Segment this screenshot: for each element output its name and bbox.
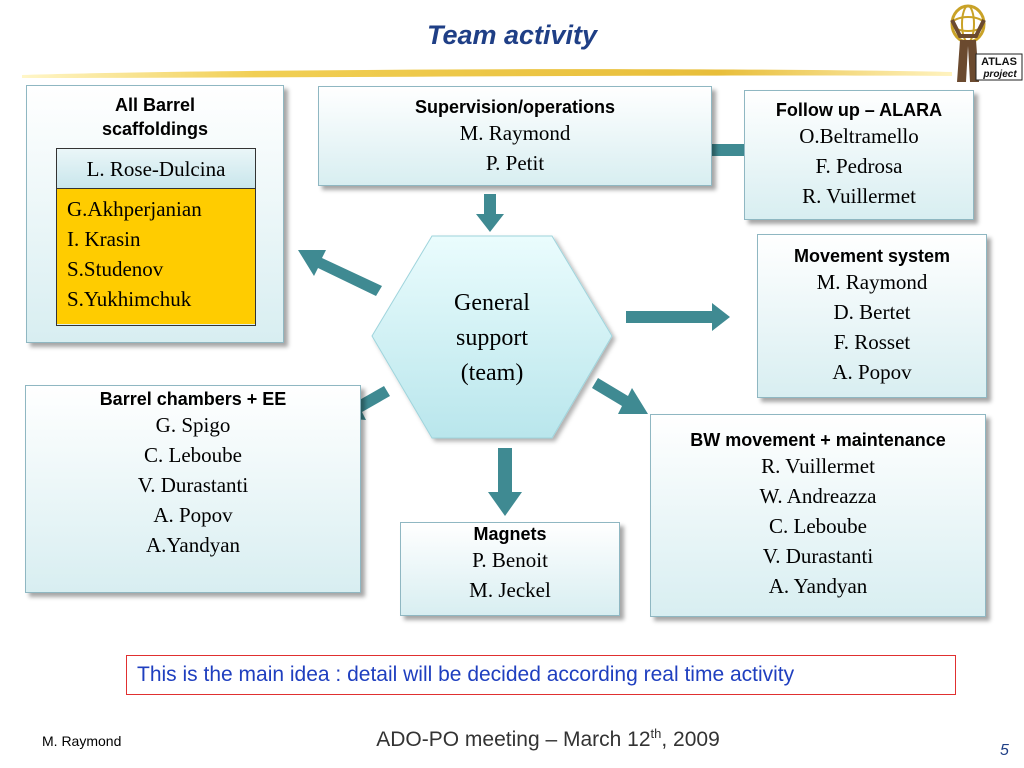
team-member: I. Krasin: [67, 227, 141, 251]
member-name: P. Benoit: [472, 548, 548, 572]
arrow-to-magnets: [488, 448, 522, 516]
member-name: W. Andreazza: [759, 484, 877, 508]
center-line: General: [454, 290, 530, 316]
logo-text-project: project: [982, 69, 1017, 80]
member-name: A. Yandyan: [768, 574, 868, 598]
box-magnets: Magnets P. Benoit M. Jeckel: [400, 522, 620, 616]
member-name: G. Spigo: [155, 413, 231, 437]
member-name: O.Beltramello: [799, 124, 919, 148]
atlas-logo: ATLAS project: [950, 4, 1023, 82]
box-heading: scaffoldings: [101, 119, 208, 139]
box-movement-system: Movement system M. Raymond D. Bertet F. …: [757, 234, 987, 398]
member-name: A.Yandyan: [145, 533, 241, 557]
page-number: 5: [1000, 742, 1009, 759]
member-name: P. Petit: [485, 151, 545, 175]
team-member: S.Yukhimchuk: [67, 287, 192, 311]
logo-text-atlas: ATLAS: [981, 56, 1017, 68]
box-follow-up-alara: Follow up – ALARA O.Beltramello F. Pedro…: [744, 90, 974, 220]
box-heading: Movement system: [793, 246, 951, 266]
center-line: (team): [460, 360, 524, 386]
arrow-supervision-alara: [672, 136, 764, 164]
member-name: M. Jeckel: [469, 578, 551, 602]
member-name: C. Leboube: [144, 443, 242, 467]
arrow-to-supervision: [476, 194, 504, 232]
box-bw-movement: BW movement + maintenance R. Vuillermet …: [650, 414, 986, 617]
title-underline-stroke: [22, 69, 952, 78]
member-name: A. Popov: [153, 503, 233, 527]
footer-meeting: ADO-PO meeting – March 12th, 2009: [0, 726, 1024, 752]
member-name: R. Vuillermet: [761, 454, 875, 478]
center-line: support: [456, 325, 528, 351]
arrow-to-bw-movement: [592, 378, 648, 414]
arrow-to-movement: [626, 303, 730, 331]
box-barrel-chambers: Barrel chambers + EE G. Spigo C. Leboube…: [25, 385, 361, 593]
box-heading: Barrel chambers + EE: [99, 389, 287, 409]
meeting-year: , 2009: [661, 728, 720, 751]
box-heading: Follow up – ALARA: [775, 100, 943, 120]
member-name: V. Durastanti: [137, 473, 249, 497]
box-heading: Supervision/operations: [414, 97, 616, 117]
member-name: V. Durastanti: [762, 544, 874, 568]
box-supervision: Supervision/operations M. Raymond P. Pet…: [318, 86, 712, 186]
main-idea-note: This is the main idea : detail will be d…: [126, 655, 956, 695]
team-member: S.Studenov: [67, 257, 164, 281]
member-name: M. Raymond: [816, 270, 928, 294]
team-member: G.Akhperjanian: [67, 197, 202, 221]
member-name: C. Leboube: [769, 514, 867, 538]
box-heading: BW movement + maintenance: [690, 430, 946, 450]
box-heading: Magnets: [473, 524, 547, 544]
member-name: F. Pedrosa: [815, 154, 903, 178]
team-leader: L. Rose-Dulcina: [57, 149, 255, 189]
footer-author: M. Raymond: [42, 733, 122, 749]
member-name: M. Raymond: [459, 121, 571, 145]
center-label: General support (team): [392, 286, 592, 391]
member-name: D. Bertet: [833, 300, 911, 324]
arrow-to-scaffoldings: [298, 250, 382, 296]
meeting-text: ADO-PO meeting – March 12: [376, 728, 651, 751]
member-name: A. Popov: [832, 360, 912, 384]
team-members: G.Akhperjanian I. Krasin S.Studenov S.Yu…: [57, 189, 255, 324]
center-hexagon: [371, 235, 613, 439]
member-name: R. Vuillermet: [802, 184, 916, 208]
meeting-date-suffix: th: [650, 726, 662, 741]
slide-title: Team activity: [426, 20, 598, 50]
member-name: F. Rosset: [833, 330, 911, 354]
box-heading: All Barrel: [114, 95, 196, 115]
scaffolding-team-table: L. Rose-Dulcina G.Akhperjanian I. Krasin…: [56, 148, 256, 326]
